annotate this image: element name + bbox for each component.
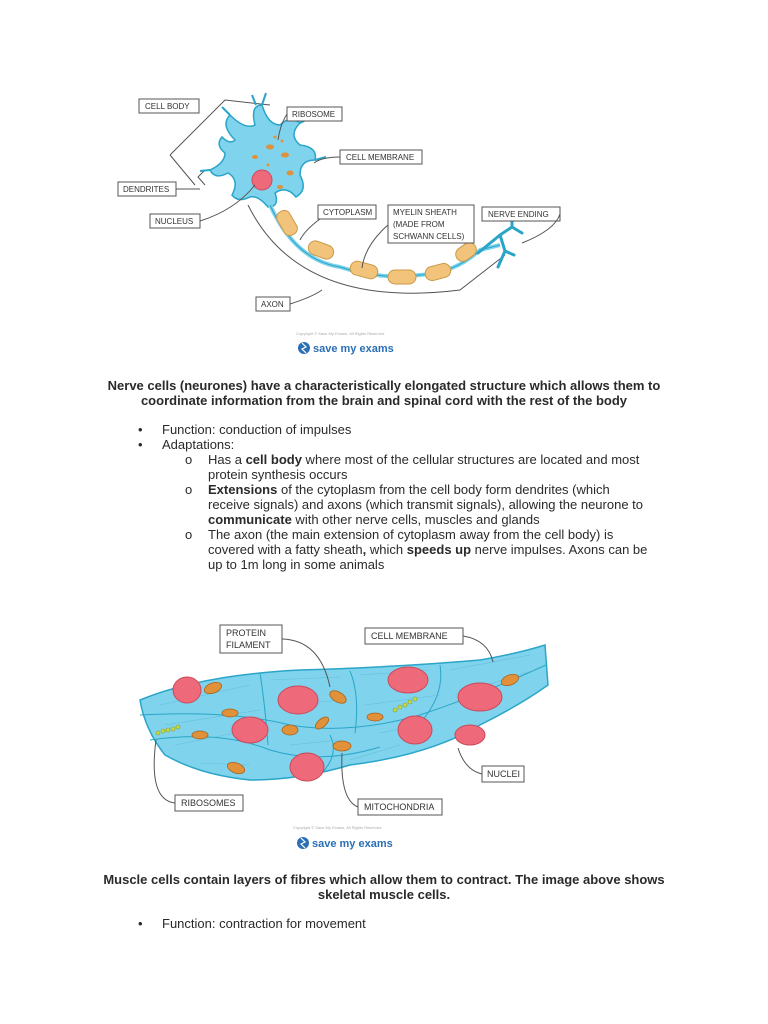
nerve-bullet-list: Function: conduction of impulses Adaptat… bbox=[136, 422, 656, 572]
list-item: Has a cell body where most of the cellul… bbox=[162, 452, 648, 482]
label-nerve-ending: NERVE ENDING bbox=[481, 206, 561, 244]
muscle-cell-diagram: PROTEIN FILAMENT CELL MEMBRANE NUCLEI RI… bbox=[139, 624, 549, 850]
svg-text:save my exams: save my exams bbox=[313, 343, 394, 355]
ribosome-dots bbox=[252, 135, 294, 189]
svg-text:CELL BODY: CELL BODY bbox=[145, 102, 190, 111]
list-item: Function: conduction of impulses bbox=[136, 422, 656, 437]
nuclei-shapes bbox=[172, 666, 503, 782]
svg-text:MYELIN SHEATH: MYELIN SHEATH bbox=[393, 208, 457, 217]
svg-text:FILAMENT: FILAMENT bbox=[226, 640, 271, 650]
label-cytoplasm: CYTOPLASM bbox=[299, 204, 377, 241]
label-ribosome: RIBOSOME bbox=[277, 106, 343, 141]
svg-text:CELL MEMBRANE: CELL MEMBRANE bbox=[371, 631, 448, 641]
svg-text:CYTOPLASM: CYTOPLASM bbox=[323, 208, 373, 217]
muscle-caption: Muscle cells contain layers of fibres wh… bbox=[103, 872, 665, 902]
svg-text:NUCLEUS: NUCLEUS bbox=[155, 217, 193, 226]
nucleus-shape bbox=[251, 169, 273, 191]
label-cell-membrane: CELL MEMBRANE bbox=[364, 627, 494, 663]
cell-body bbox=[199, 92, 327, 208]
save-my-exams-logo: save my exams bbox=[297, 837, 393, 850]
list-item: The axon (the main extension of cytoplas… bbox=[162, 527, 648, 572]
svg-text:DENDRITES: DENDRITES bbox=[123, 185, 169, 194]
svg-text:SCHWANN CELLS): SCHWANN CELLS) bbox=[393, 232, 465, 241]
label-protein-filament: PROTEIN FILAMENT bbox=[219, 624, 331, 688]
nerve-ending-shape bbox=[476, 213, 524, 269]
label-ribosomes: RIBOSOMES bbox=[153, 739, 244, 812]
adaptations-sublist: Has a cell body where most of the cellul… bbox=[162, 452, 656, 572]
mitochondria-shapes bbox=[191, 673, 520, 775]
svg-text:(MADE FROM: (MADE FROM bbox=[393, 220, 445, 229]
muscle-bullet-list: Function: contraction for movement bbox=[136, 916, 656, 931]
svg-text:CELL MEMBRANE: CELL MEMBRANE bbox=[346, 153, 414, 162]
list-item: Function: contraction for movement bbox=[136, 916, 656, 931]
label-nucleus: NUCLEUS bbox=[149, 184, 256, 229]
svg-text:NERVE ENDING: NERVE ENDING bbox=[488, 210, 549, 219]
label-myelin-sheath: MYELIN SHEATH (MADE FROM SCHWANN CELLS) bbox=[361, 204, 475, 269]
svg-text:MITOCHONDRIA: MITOCHONDRIA bbox=[364, 802, 434, 812]
svg-text:RIBOSOMES: RIBOSOMES bbox=[181, 798, 236, 808]
label-cell-membrane: CELL MEMBRANE bbox=[313, 149, 423, 165]
myelin-sheath-segments bbox=[276, 209, 477, 285]
save-my-exams-logo: save my exams bbox=[298, 342, 394, 355]
label-mitochondria: MITOCHONDRIA bbox=[341, 752, 443, 816]
list-item: Adaptations: Has a cell body where most … bbox=[136, 437, 656, 572]
copyright-text: Copyright © Save My Exams. All Rights Re… bbox=[293, 825, 381, 830]
label-cell-body: CELL BODY bbox=[138, 98, 200, 114]
svg-text:AXON: AXON bbox=[261, 300, 284, 309]
svg-text:NUCLEI: NUCLEI bbox=[487, 769, 520, 779]
label-axon: AXON bbox=[255, 289, 323, 312]
nerve-caption: Nerve cells (neurones) have a characteri… bbox=[107, 378, 661, 408]
muscle-fibres bbox=[139, 643, 549, 781]
copyright-text: Copyright © Save My Exams. All Rights Re… bbox=[296, 331, 384, 336]
nerve-cell-diagram: CELL BODY RIBOSOME CELL MEMBRANE DENDRIT… bbox=[117, 92, 561, 355]
list-item: Extensions of the cytoplasm from the cel… bbox=[162, 482, 648, 527]
label-dendrites: DENDRITES bbox=[117, 181, 200, 197]
label-nuclei: NUCLEI bbox=[457, 747, 525, 783]
svg-text:PROTEIN: PROTEIN bbox=[226, 628, 266, 638]
ribosome-chains bbox=[155, 696, 418, 736]
svg-text:save my exams: save my exams bbox=[312, 838, 393, 850]
svg-text:RIBOSOME: RIBOSOME bbox=[292, 110, 335, 119]
